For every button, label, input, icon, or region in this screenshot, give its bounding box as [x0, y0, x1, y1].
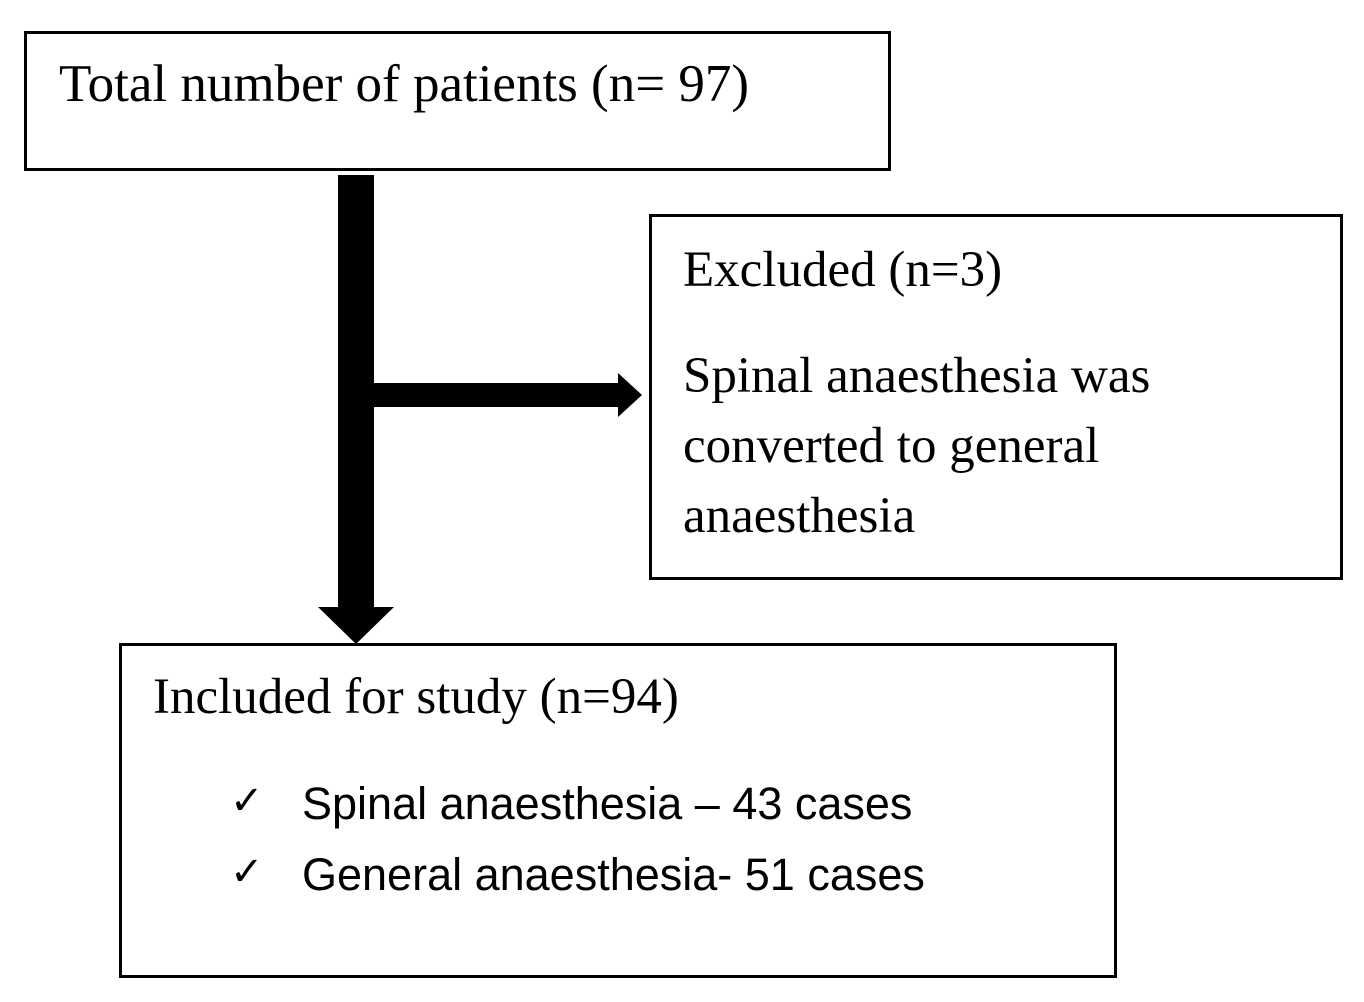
arrow-down	[318, 175, 394, 644]
excluded-reason-line: Spinal anaesthesia was	[683, 348, 1151, 404]
check-icon: ✓	[230, 850, 264, 894]
excluded-reason-line: converted to general	[683, 418, 1100, 474]
included-item-spinal: Spinal anaesthesia – 43 cases	[302, 778, 913, 829]
check-icon: ✓	[230, 779, 264, 823]
included-box: Included for study (n=94) ✓ Spinal anaes…	[119, 643, 1117, 978]
included-item-general: General anaesthesia- 51 cases	[302, 849, 925, 900]
arrow-right	[374, 373, 642, 417]
excluded-reason-line: anaesthesia	[683, 488, 916, 544]
excluded-title: Excluded (n=3)	[683, 242, 1003, 298]
included-title: Included for study (n=94)	[153, 669, 679, 725]
total-patients-box: Total number of patients (n= 97)	[24, 31, 891, 171]
excluded-box: Excluded (n=3) Spinal anaesthesia was co…	[649, 214, 1343, 580]
total-patients-label: Total number of patients (n= 97)	[59, 55, 749, 113]
